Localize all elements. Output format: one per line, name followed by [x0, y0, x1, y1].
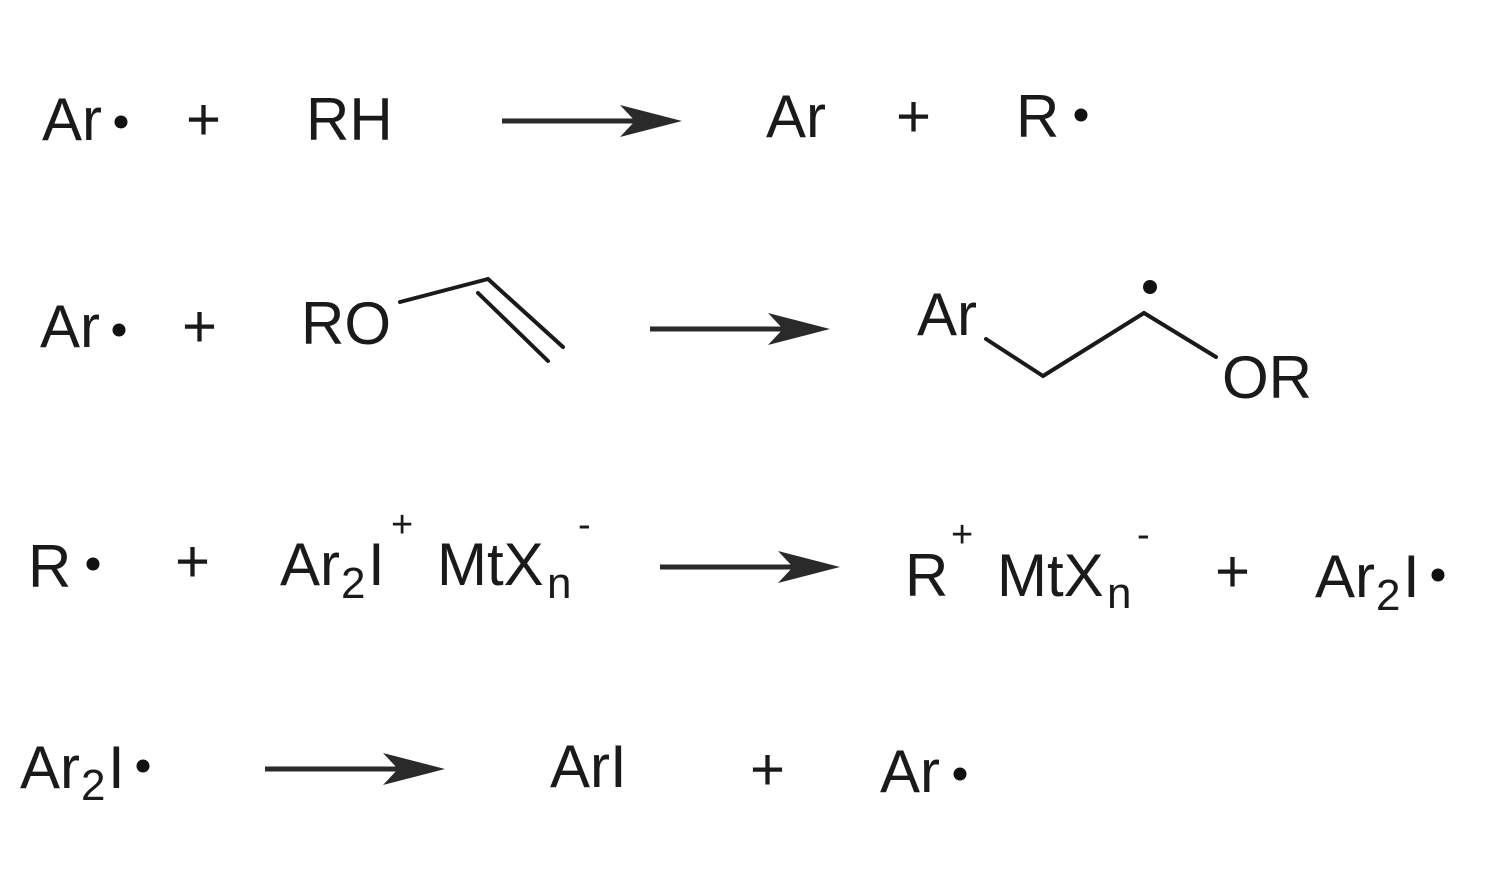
- r2-ar-ch2-bond: [984, 337, 1045, 378]
- r3-anion-subscript: n: [547, 559, 571, 608]
- r2-product-ar-label: Ar: [917, 281, 977, 348]
- reaction-1: Ar + RH Ar + R: [42, 83, 1088, 153]
- r2-vinyl-ether: RO: [301, 277, 565, 363]
- r2-ro-label: RO: [301, 290, 391, 357]
- r3-ar-label: Ar: [280, 531, 340, 598]
- r3-product-iodine: I: [1403, 543, 1420, 610]
- r3-reactant-r: R: [28, 533, 71, 600]
- r3-plus: +: [175, 528, 210, 595]
- r3-plus-products: +: [1215, 538, 1250, 605]
- r3-ar-subscript: 2: [341, 559, 365, 608]
- r3-product-salt: R + MtX n -: [905, 514, 1150, 618]
- r1-plus-products: +: [896, 83, 931, 150]
- r2-plus: +: [182, 293, 217, 360]
- r1-reactant-rh: RH: [306, 86, 393, 153]
- r1-radical-dot-r: [1074, 108, 1088, 122]
- r2-ch-o-bond: [1142, 311, 1218, 359]
- r2-product-or-label: OR: [1222, 344, 1312, 411]
- r3-product-cation: R: [905, 542, 948, 609]
- r3-product-cation-charge: +: [951, 514, 973, 556]
- r3-product-anion: MtX: [997, 542, 1104, 609]
- r4-reaction-arrow: [265, 753, 445, 785]
- r2-double-bond-outer: [486, 277, 565, 349]
- r1-radical-dot-ar: [114, 115, 128, 129]
- r2-o-c-bond: [398, 277, 490, 304]
- r3-product-ar-label: Ar: [1315, 543, 1375, 610]
- r2-reactant-ar: Ar: [40, 293, 100, 360]
- r2-radical-dot-ar: [112, 323, 126, 337]
- r4-ar-subscript: 2: [81, 761, 105, 810]
- r3-cation-charge: +: [391, 504, 413, 546]
- r4-radical-dot-iodine: [136, 759, 150, 773]
- reaction-2: Ar + RO Ar OR: [40, 277, 1312, 411]
- r3-radical-dot-r: [86, 557, 100, 571]
- r3-product-ar-subscript: 2: [1376, 571, 1400, 620]
- r1-reactant-ar: Ar: [42, 86, 102, 153]
- r4-iodine-label: I: [108, 734, 125, 801]
- r2-reaction-arrow: [650, 313, 830, 345]
- r1-reaction-arrow: [502, 105, 682, 137]
- r4-product-ar: Ar: [880, 738, 940, 805]
- r4-radical-dot-ar: [953, 767, 967, 781]
- reaction-3: R + Ar 2 I + MtX n - R + MtX n - + Ar 2 …: [28, 504, 1445, 620]
- r2-double-bond-inner: [476, 291, 550, 363]
- r4-ar-label: Ar: [20, 734, 80, 801]
- r4-reactant-iodanyl-radical: Ar 2 I: [20, 734, 150, 810]
- r3-product-iodanyl-radical: Ar 2 I: [1315, 543, 1445, 620]
- r2-product-radical: Ar OR: [917, 280, 1312, 411]
- r3-iodonium-salt: Ar 2 I + MtX n -: [280, 504, 591, 608]
- r1-plus: +: [186, 86, 221, 153]
- r3-product-anion-charge: -: [1137, 514, 1150, 556]
- r4-product-ari: ArI: [550, 733, 627, 800]
- r2-radical-dot-carbon: [1143, 280, 1157, 294]
- r1-product-r: R: [1016, 83, 1059, 150]
- r3-product-anion-subscript: n: [1107, 569, 1131, 618]
- r2-ch2-ch-bond: [1041, 311, 1146, 378]
- reaction-4: Ar 2 I ArI + Ar: [20, 733, 967, 810]
- r3-iodine-label: I: [368, 531, 385, 598]
- r4-plus: +: [750, 736, 785, 803]
- r3-anion-label: MtX: [437, 531, 544, 598]
- r1-product-ar: Ar: [766, 83, 826, 150]
- r3-anion-charge: -: [578, 504, 591, 546]
- r3-reaction-arrow: [660, 551, 840, 583]
- r3-radical-dot-iodine: [1431, 568, 1445, 582]
